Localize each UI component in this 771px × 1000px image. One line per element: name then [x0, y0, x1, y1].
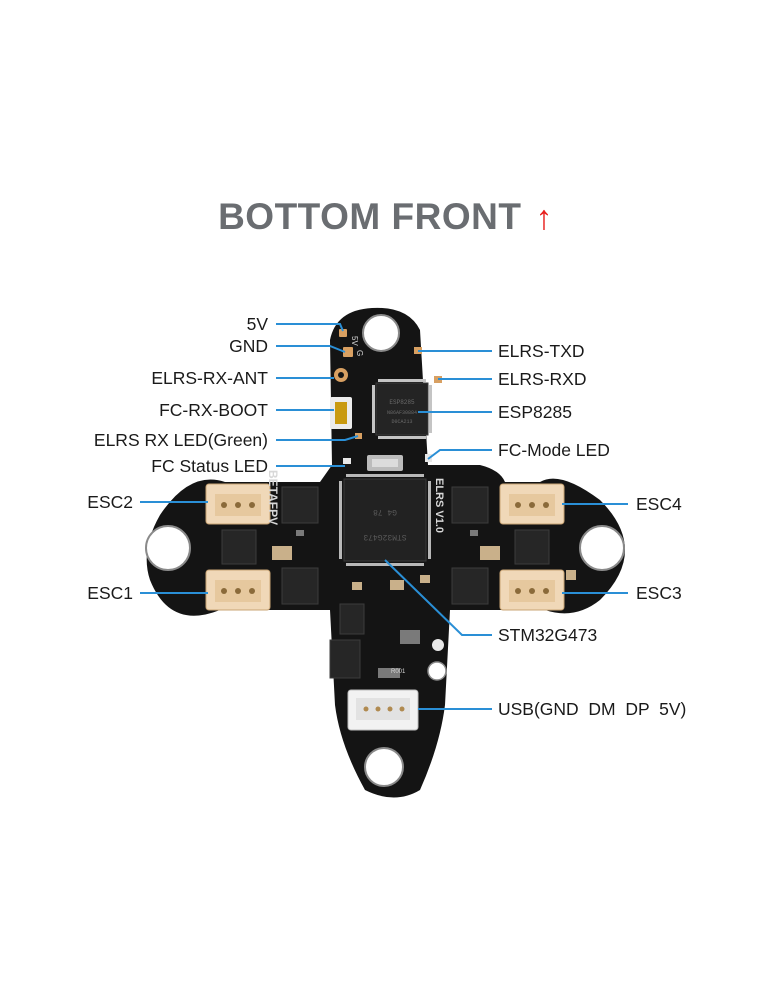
label-fc-mode-led: FC-Mode LED: [498, 440, 610, 460]
svg-text:STM32G473: STM32G473: [363, 532, 406, 541]
label-gnd: GND: [229, 336, 268, 356]
label-esc4: ESC4: [636, 494, 682, 514]
label-elrs-txd: ELRS-TXD: [498, 341, 585, 361]
label-stm32g473: STM32G473: [498, 625, 598, 645]
label-fc-status-led: FC Status LED: [151, 456, 268, 476]
svg-text:D0CA213: D0CA213: [391, 419, 412, 425]
mount-hole-right: [579, 525, 625, 571]
label-elrs-rx-led: ELRS RX LED(Green): [93, 430, 268, 450]
elrs-silkscreen: ELRS V1.0: [433, 478, 445, 533]
label-5v: 5V: [246, 314, 268, 334]
label-fc-rx-boot: FC-RX-BOOT: [159, 400, 268, 420]
up-arrow-icon: ↑: [535, 199, 553, 237]
svg-text:N86AF30884: N86AF30884: [387, 410, 417, 416]
stm32-chip: [343, 478, 427, 562]
esc2-connector: [205, 483, 271, 525]
label-esp8285: ESP8285: [498, 402, 572, 422]
label-esc2: ESC2: [87, 492, 133, 512]
svg-text:G4 78: G4 78: [373, 507, 397, 516]
page-title: BOTTOM FRONT ↑: [0, 196, 771, 238]
esp8285-chip: [375, 382, 429, 436]
svg-text:ESP8285: ESP8285: [389, 399, 415, 406]
label-5v-silkscreen: 5V: [350, 336, 359, 346]
label-elrs-rxd: ELRS-RXD: [498, 369, 587, 389]
esc3-connector: [499, 569, 565, 611]
brand-silkscreen: BETAFPV: [266, 470, 280, 525]
mount-hole-top: [362, 314, 400, 352]
label-g-silkscreen: G: [355, 350, 364, 356]
esc4-connector: [499, 483, 565, 525]
label-elrs-rx-ant: ELRS-RX-ANT: [151, 368, 268, 388]
mount-hole-small: [427, 661, 447, 681]
mount-hole-bottom: [364, 747, 404, 787]
usb-connector: [347, 689, 419, 731]
label-esc3: ESC3: [636, 583, 682, 603]
label-usb: USB(GND DM DP 5V): [498, 699, 687, 719]
label-esc1: ESC1: [87, 583, 133, 603]
esc1-connector: [205, 569, 271, 611]
small-silkscreen: R001: [391, 669, 406, 675]
mount-hole-left: [145, 525, 191, 571]
title-text: BOTTOM FRONT: [218, 196, 522, 237]
